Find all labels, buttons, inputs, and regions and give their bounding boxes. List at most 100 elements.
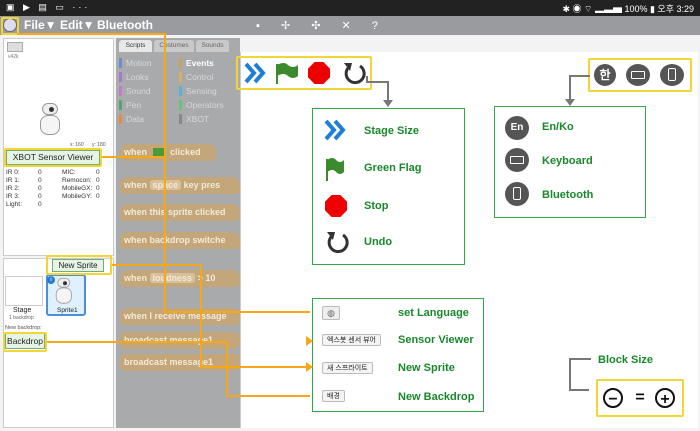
category-xbot[interactable]: XBOT [179, 114, 209, 124]
sensor-label: IR 1: [6, 177, 20, 184]
stage-area[interactable]: v42k x: 160 y: 180 [3, 38, 114, 256]
block-when-backdrop-switches[interactable]: when backdrop switche [120, 232, 240, 249]
callout-line [569, 358, 591, 360]
stage-size-icon[interactable] [7, 42, 23, 52]
callout-arrowhead [383, 100, 393, 107]
block-text: when [124, 180, 148, 190]
legend-keyboard: Keyboard [542, 155, 593, 167]
category-looks[interactable]: Looks [119, 72, 149, 82]
bluetooth-phone-icon [505, 182, 529, 206]
callout-line [366, 76, 368, 82]
category-pen[interactable]: Pen [119, 100, 141, 110]
robot-sprite[interactable] [39, 103, 61, 137]
connector-line [226, 395, 310, 397]
zoom-in-button[interactable]: + [655, 388, 675, 408]
undo-icon [327, 232, 349, 254]
tab-costumes[interactable]: Costumes [154, 40, 194, 52]
sensor-value: 0 [38, 185, 42, 192]
legend-new-sprite: New Sprite [398, 362, 455, 374]
status-bar: ▣ ▶ ▤ ▭ ··· ✱ ◉ ⌔ ▂▃▅ 100% ▮ 오후 3:29 [0, 0, 700, 16]
bluetooth-menu[interactable]: Bluetooth [97, 18, 153, 32]
block-when-loudness[interactable]: when loudness > 10 [120, 270, 240, 287]
file-menu[interactable]: File▼ [24, 18, 57, 32]
sensor-label: IR 3: [6, 193, 20, 200]
highlight-run-controls [236, 56, 372, 90]
stage-coord-label: v42k [8, 54, 19, 60]
block-when-flag-clicked[interactable]: when clicked [120, 144, 216, 161]
block-when-sprite-clicked[interactable]: when this sprite clicked [120, 204, 240, 221]
connector-line [47, 341, 228, 343]
block-text: key pres [183, 180, 221, 190]
connector-line [112, 264, 202, 266]
callout-line [569, 389, 589, 391]
zoom-reset-button[interactable]: = [635, 389, 645, 406]
category-data[interactable]: Data [119, 114, 144, 124]
legend-stage-size: Stage Size [364, 125, 420, 137]
block-text: clicked [170, 147, 201, 157]
block-broadcast[interactable]: broadcast message1 [120, 332, 240, 349]
backdrop-kr-button: 배경 [322, 390, 345, 402]
block-when-key-pressed[interactable]: when space key pres [120, 177, 240, 194]
green-flag-icon [326, 158, 344, 181]
new-sprite-kr-button: 새 스프라이트 [322, 362, 373, 374]
notification-icons: ▣ ▶ ▤ ▭ ··· [6, 2, 91, 12]
block-text: > 10 [197, 273, 216, 283]
category-sound[interactable]: Sound [119, 86, 151, 96]
new-sprite-button[interactable]: New Sprite [52, 259, 104, 272]
category-motion[interactable]: Motion [119, 58, 152, 68]
tab-scripts[interactable]: Scripts [119, 40, 152, 52]
category-control[interactable]: Control [179, 72, 213, 82]
block-broadcast-and-wait[interactable]: broadcast message1 [120, 354, 240, 371]
callout-line [570, 75, 590, 77]
category-events[interactable]: Events [179, 58, 214, 68]
connector-line [102, 156, 164, 158]
language-icon[interactable]: 한 [594, 64, 616, 86]
highlight-backdrop [3, 332, 47, 352]
sensor-viewer-kr-button: 엑스봇 센서 뷰어 [322, 334, 381, 346]
connector-arrowhead [306, 362, 313, 372]
connector-line [200, 264, 202, 368]
bluetooth-phone-icon[interactable] [660, 64, 684, 86]
block-text: when [124, 147, 148, 157]
green-flag-icon[interactable] [274, 61, 300, 85]
category-sensing[interactable]: Sensing [179, 86, 217, 96]
legend-set-language: set Language [398, 307, 469, 319]
callout-line [569, 358, 571, 390]
new-backdrop-caption: New backdrop: [5, 325, 42, 331]
stop-icon [325, 195, 347, 217]
callout-line [387, 81, 389, 101]
sensor-viewer-button[interactable]: XBOT Sensor Viewer [6, 150, 100, 165]
menu-bar: File▼ Edit▼ Bluetooth ▪ ✢ ✣ ✕ ? [0, 16, 700, 35]
stage-thumbnail[interactable] [5, 276, 43, 306]
stage-size-icon[interactable] [244, 62, 266, 84]
legend-stop: Stop [364, 200, 389, 212]
stage-sub: 1 backdrop [9, 315, 34, 321]
stop-icon[interactable] [308, 62, 330, 84]
info-icon[interactable]: i [47, 276, 55, 284]
undo-icon[interactable] [342, 61, 366, 85]
legend-new-backdrop: New Backdrop [398, 391, 475, 403]
keyboard-icon[interactable] [626, 64, 650, 86]
sensor-dropdown[interactable]: loudness [149, 273, 196, 283]
highlight-globe [1, 17, 19, 35]
robot-icon [55, 278, 73, 305]
zoom-out-button[interactable]: − [603, 388, 623, 408]
callout-line [569, 75, 571, 99]
sensor-value: 0 [38, 193, 42, 200]
sensor-label: IR 2: [6, 185, 20, 192]
stage-size-icon [324, 119, 346, 141]
legend-en-ko: En/Ko [542, 121, 574, 133]
toolbar-icons[interactable]: ▪ ✢ ✣ ✕ ? [256, 20, 387, 32]
sensor-label: MobileGY: [62, 193, 92, 200]
connector-arrowhead [306, 336, 313, 346]
sensor-value: 0 [96, 177, 100, 184]
tab-sounds[interactable]: Sounds [196, 40, 229, 52]
legend-sensor-viewer: Sensor Viewer [398, 334, 474, 346]
legend-undo: Undo [364, 236, 393, 248]
sprite1-label: Sprite1 [57, 307, 78, 314]
globe-icon: ◍ [322, 306, 340, 320]
category-operators[interactable]: Operators [179, 100, 224, 110]
edit-menu[interactable]: Edit▼ [60, 18, 95, 32]
sensor-label: IR 0: [6, 169, 20, 176]
sensor-label: Light: [6, 201, 22, 208]
